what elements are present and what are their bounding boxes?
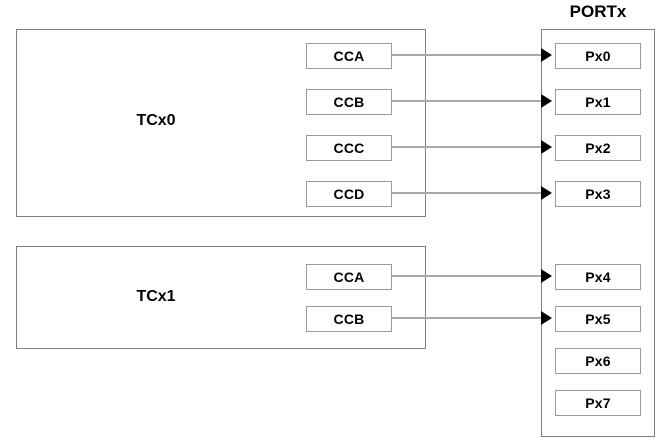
port-title: PORTx <box>569 2 627 21</box>
port-pin-px3: Px3 <box>555 181 641 207</box>
arrowhead-px5 <box>541 311 552 325</box>
compare-channel-tcx0-ccc: CCC <box>306 135 392 161</box>
connector-ccb0-to-px1 <box>392 100 544 102</box>
timer-label-tcx1: TCx1 <box>136 288 176 305</box>
connector-ccd0-to-px3 <box>392 192 544 194</box>
port-pin-px7: Px7 <box>555 390 641 416</box>
port-pin-px6: Px6 <box>555 348 641 374</box>
arrowhead-px1 <box>541 94 552 108</box>
arrowhead-px4 <box>541 269 552 283</box>
arrowhead-px3 <box>541 186 552 200</box>
connector-ccb1-to-px5 <box>392 317 544 319</box>
arrowhead-px0 <box>541 48 552 62</box>
arrowhead-px2 <box>541 140 552 154</box>
compare-channel-tcx1-ccb: CCB <box>306 306 392 332</box>
port-pin-px2: Px2 <box>555 135 641 161</box>
port-pin-px1: Px1 <box>555 89 641 115</box>
compare-channel-tcx0-ccb: CCB <box>306 89 392 115</box>
connector-cca0-to-px0 <box>392 54 544 56</box>
port-pin-px0: Px0 <box>555 43 641 69</box>
port-pin-px5: Px5 <box>555 306 641 332</box>
compare-channel-tcx0-ccd: CCD <box>306 181 392 207</box>
timer-label-tcx0: TCx0 <box>136 112 176 129</box>
connector-cca1-to-px4 <box>392 275 544 277</box>
compare-channel-tcx0-cca: CCA <box>306 43 392 69</box>
compare-channel-tcx1-cca: CCA <box>306 264 392 290</box>
connector-ccc0-to-px2 <box>392 146 544 148</box>
port-pin-px4: Px4 <box>555 264 641 290</box>
